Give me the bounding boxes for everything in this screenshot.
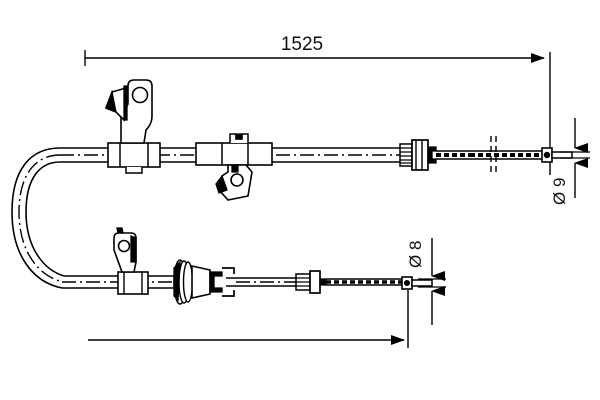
upper-cable-end-terminal [470, 147, 573, 163]
upper-mounting-bracket-with-eyelet [104, 79, 161, 174]
lower-rubber-grommet-seal [173, 259, 236, 305]
lower-length-dimension [88, 290, 409, 348]
lower-diameter-label: Ø 8 [406, 241, 425, 268]
upper-threaded-adjuster-fitting [399, 139, 470, 171]
upper-diameter-label: Ø 9 [550, 178, 569, 205]
upper-diameter-dimension [560, 118, 590, 198]
lower-mounting-bracket-with-eyelet [113, 227, 149, 295]
lower-cable-end-terminal [326, 276, 433, 290]
mid-mounting-bracket-with-eyelet [195, 133, 273, 201]
lower-diameter-dimension [418, 238, 446, 325]
cable-break-symbol [490, 136, 497, 174]
lower-threaded-adjuster-fitting [236, 270, 327, 294]
overall-length-label: 1525 [281, 34, 323, 55]
cable-u-bend-loop [11, 147, 65, 289]
